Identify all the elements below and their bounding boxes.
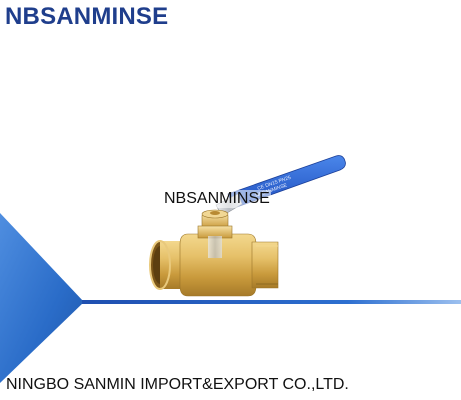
blue-line-decoration (82, 300, 461, 304)
valve-body (179, 225, 257, 297)
valve-right-end (251, 241, 279, 289)
blue-triangle-decoration (0, 213, 84, 383)
brand-logo: NBSANMINSE (5, 3, 169, 30)
brand-watermark: NBSANMINSE (163, 190, 271, 208)
ball-valve-illustration: CE DN15 PN25 NBSANMINSE (149, 155, 346, 297)
stem-nut (201, 209, 229, 229)
company-name: NINGBO SANMIN IMPORT&EXPORT CO.,LTD. (6, 376, 349, 393)
